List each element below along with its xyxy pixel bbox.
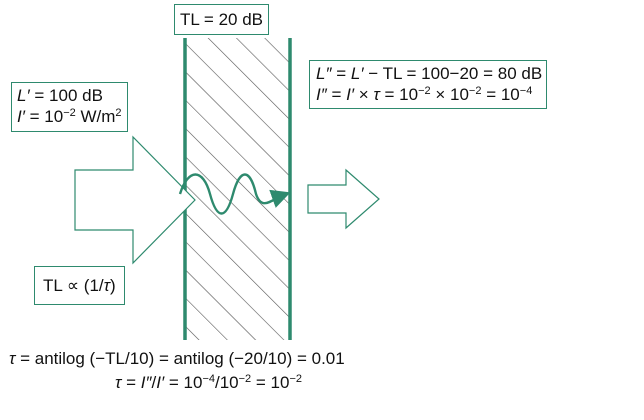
formula-ratio-b: /10: [214, 373, 239, 392]
formula-antilog-text: = antilog (−TL/10) = antilog (−20/10) = …: [15, 349, 345, 368]
transmitted-L-eq: =: [331, 64, 351, 83]
formula-ratio-slash: /: [151, 373, 157, 392]
transmitted-I-symbol: I″: [316, 85, 327, 104]
transmitted-I-exp1: −2: [418, 85, 431, 97]
transmitted-L-value: − TL = 100−20 = 80 dB: [363, 64, 543, 83]
transmitted-L-line: L″ = L′ − TL = 100−20 = 80 dB: [316, 63, 542, 84]
transmitted-I-line: I″ = I′ × τ = 10−2 × 10−2 = 10−4: [316, 84, 542, 105]
formula-antilog-tau: τ: [9, 349, 16, 368]
transmitted-L-symbol: L″: [316, 64, 332, 83]
incident-L-line: L′ = 100 dB: [17, 85, 122, 106]
formula-antilog: τ = antilog (−TL/10) = antilog (−20/10) …: [9, 348, 345, 370]
transmitted-I-x: × 10: [430, 85, 469, 104]
transmitted-level-box: L″ = L′ − TL = 100−20 = 80 dB I″ = I′ × …: [309, 60, 548, 109]
transmitted-I-eq: =: [326, 85, 347, 104]
incident-I-unit-exponent: 2: [115, 107, 122, 119]
transmitted-I-exp3: −4: [519, 85, 533, 97]
incident-arrow: [74, 135, 196, 265]
wall-hatched-fill: [185, 38, 290, 340]
tl-proportional-post: ): [110, 276, 116, 295]
formula-ratio-e3: −2: [289, 373, 303, 385]
incident-L-symbol: L′: [17, 86, 30, 105]
transmitted-I-exp2: −2: [468, 85, 482, 97]
formula-ratio-eq: =: [121, 373, 141, 392]
formula-ratio-e1: −4: [202, 373, 215, 385]
formula-intensity-ratio: τ = I″/I′ = 10−4/10−2 = 10−2: [115, 372, 302, 394]
transmitted-arrow: [307, 168, 380, 230]
formula-ratio-c: = 10: [251, 373, 290, 392]
incident-I-value: = 10: [24, 107, 64, 126]
tl-proportional-box: TL ∝ (1/τ): [34, 266, 125, 305]
formula-ratio-I1: I′: [156, 373, 165, 392]
transmission-wave: [178, 173, 291, 215]
formula-ratio-tau: τ: [115, 373, 122, 392]
formula-ratio-a: = 10: [164, 373, 203, 392]
incident-I-line: I′ = 10−2 W/m2: [17, 106, 122, 127]
tl-proportional-tau: τ: [103, 276, 110, 295]
tl-proportional-pre: TL ∝ (1/: [43, 276, 104, 295]
transmitted-I-symbol-2: I′: [346, 85, 355, 104]
incident-level-box: L′ = 100 dB I′ = 10−2 W/m2: [11, 82, 128, 132]
formula-ratio-e2: −2: [238, 373, 252, 385]
tl-value-box: TL = 20 dB: [174, 4, 270, 35]
transmitted-I-times: ×: [354, 85, 374, 104]
incident-I-unit: W/m: [75, 107, 116, 126]
transmitted-tau: τ: [373, 85, 380, 104]
formula-ratio-I2: I″: [140, 373, 152, 392]
incident-I-exponent: −2: [63, 107, 76, 119]
transmitted-L-symbol-2: L′: [350, 64, 364, 83]
transmitted-I-mid: = 10: [379, 85, 419, 104]
incident-L-value: = 100 dB: [29, 86, 103, 105]
tl-value-text: TL = 20 dB: [180, 10, 264, 29]
transmitted-I-eq2: = 10: [481, 85, 520, 104]
incident-I-symbol: I′: [17, 107, 25, 126]
